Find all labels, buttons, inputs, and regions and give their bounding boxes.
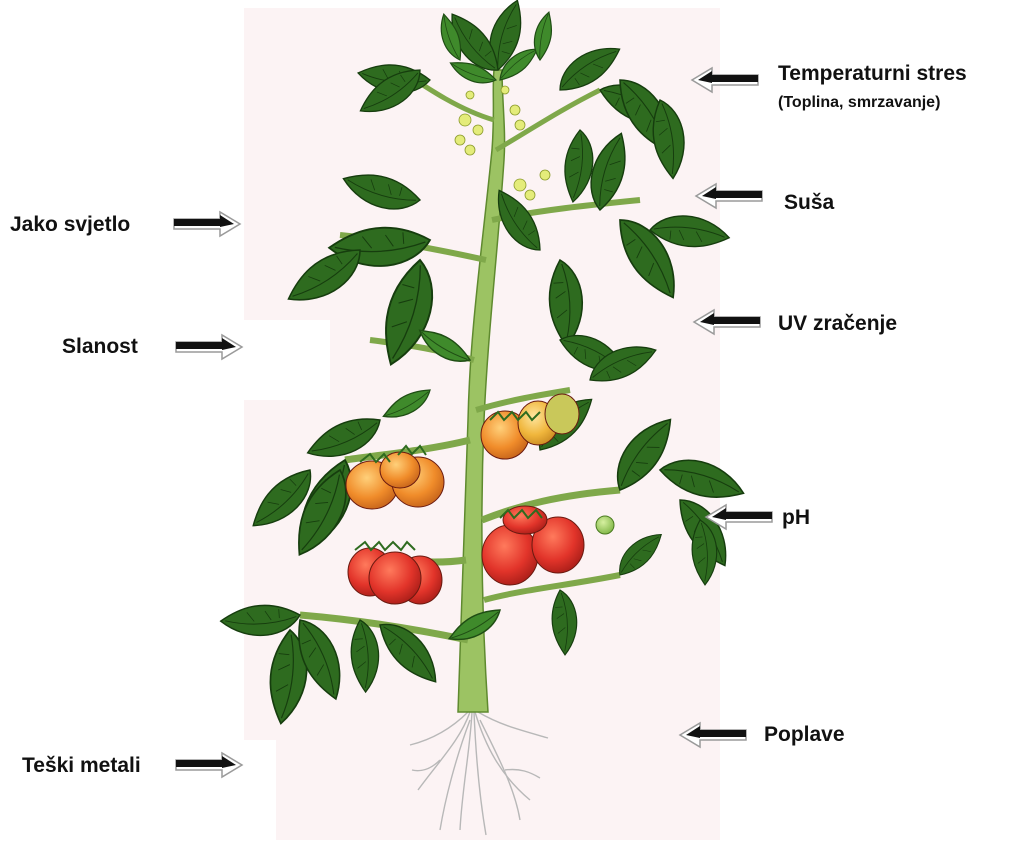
label-strong-light: Jako svjetlo [10,213,130,237]
label-heavy-metals: Teški metali [22,754,141,778]
panel-notch-bottom-left [244,740,276,840]
arrow-right-icon [176,335,242,359]
label-temperature-stress-sub: (Toplina, smrzavanje) [778,94,940,112]
label-uv-radiation: UV zračenje [778,312,897,336]
label-salinity: Slanost [62,335,138,359]
arrow-right-icon [176,753,242,777]
label-temperature-stress: Temperaturni stres [778,62,967,86]
panel-notch-left [244,320,330,400]
arrow-right-icon [174,212,240,236]
label-flood: Poplave [764,723,845,747]
label-ph: pH [782,506,810,530]
label-drought: Suša [784,191,834,215]
